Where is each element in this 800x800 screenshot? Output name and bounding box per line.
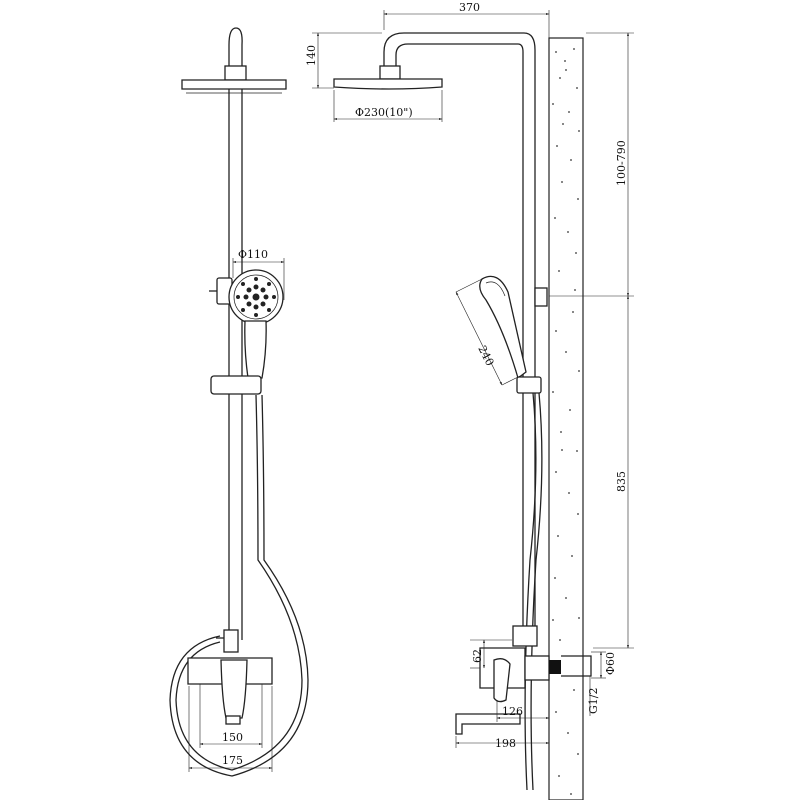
- dimension-thread: G1/2: [587, 688, 600, 715]
- front-rain-shower-head: [181, 79, 287, 90]
- dimension-hand-length: 240: [475, 343, 496, 368]
- side-wall-connector: [549, 660, 561, 674]
- dimension-overall-width: 175: [222, 754, 243, 767]
- wall-hatching: [552, 48, 580, 795]
- dimension-head-height: 140: [305, 45, 318, 66]
- front-hand-shower-handle: [244, 320, 267, 379]
- front-hand-shower-nozzles: [236, 277, 276, 317]
- side-head-connector: [379, 65, 401, 80]
- dimension-spout-length: 198: [495, 737, 516, 750]
- front-spout-outlet: [225, 715, 241, 725]
- side-view: 370 140 Φ230(10") 100-790 835 240 62 Φ60: [305, 1, 634, 800]
- dimension-hand-diameter: Φ110: [238, 248, 268, 261]
- side-rain-shower-head: [333, 78, 443, 90]
- front-diverter: [223, 629, 239, 653]
- dimension-riser-range: 100-790: [615, 140, 628, 186]
- front-slide-holder: [210, 375, 262, 395]
- side-hose: [524, 392, 537, 791]
- side-valve-body: [524, 655, 550, 681]
- side-wall-bracket: [534, 287, 548, 307]
- side-diverter: [512, 625, 538, 647]
- front-top-arm: [228, 27, 243, 68]
- side-slide-holder: [516, 376, 542, 394]
- dimension-inlet-centers: 150: [222, 731, 243, 744]
- dimension-head-diameter: Φ230(10"): [355, 106, 413, 119]
- dimension-valve-depth: 126: [502, 705, 523, 718]
- side-mixer-lever: [493, 658, 511, 703]
- side-top-arm: [383, 32, 536, 290]
- dimension-valve-height: 62: [471, 649, 484, 663]
- front-view: 150 175 Φ110: [169, 27, 309, 777]
- front-head-connector: [224, 65, 247, 81]
- front-hose: [175, 394, 303, 771]
- dimension-pipe-diameter: Φ60: [604, 652, 617, 675]
- dimension-rail-height: 835: [615, 471, 628, 492]
- dimension-top-width: 370: [459, 1, 480, 14]
- front-mixer-lever: [220, 659, 248, 719]
- wall-section: [548, 37, 584, 800]
